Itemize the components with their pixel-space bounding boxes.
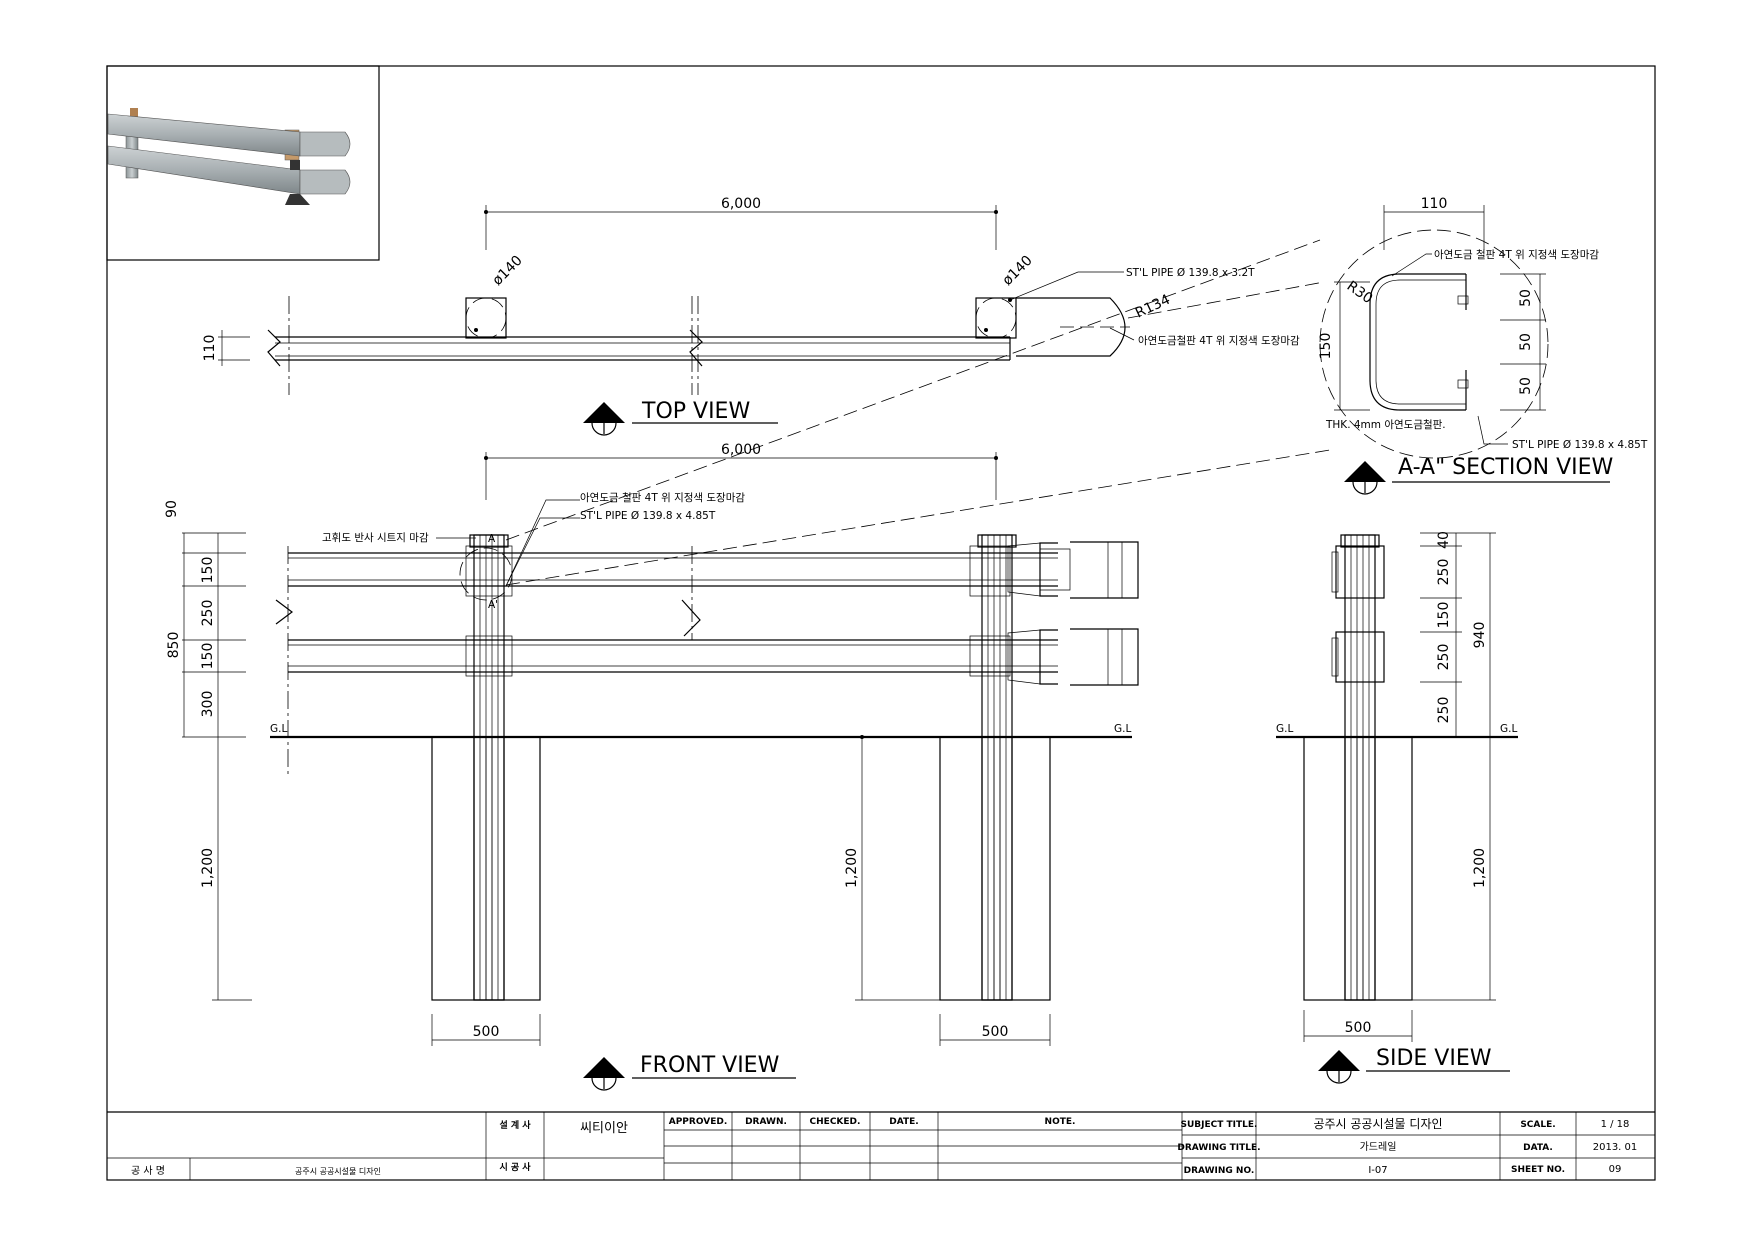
tb-checked: CHECKED. (810, 1117, 861, 1127)
dim-sec-r30: R30 (1344, 278, 1376, 307)
tb-note: NOTE. (1045, 1117, 1076, 1127)
dim-front-found-500b: 500 (982, 1024, 1009, 1040)
dim-side-250c: 250 (1436, 697, 1452, 724)
front-view: 6,000 (164, 442, 1139, 1091)
dim-front-embed-1200: 1,200 (200, 848, 216, 888)
tb-drawing-title-label: DRAWING TITLE. (1177, 1143, 1260, 1153)
note-front-reflect: 고휘도 반사 시트지 마감 (322, 532, 429, 544)
tb-subject-value: 공주시 공공시설물 디자인 (1313, 1117, 1442, 1131)
tb-data-label: DATA. (1523, 1143, 1553, 1153)
tb-drawn: DRAWN. (745, 1117, 787, 1127)
side-view: G.L G.L 500 40 250 150 250 250 940 1,200 (1276, 531, 1518, 1084)
note-front-pipe-spec: ST'L PIPE Ø 139.8 x 4.85T (580, 510, 716, 522)
top-view-title: TOP VIEW (583, 399, 778, 436)
section-view-title: A-A" SECTION VIEW (1344, 455, 1614, 495)
dim-front-h-150a: 150 (200, 557, 216, 584)
dim-front-h-150b: 150 (200, 643, 216, 670)
lower-rail (288, 639, 1058, 673)
note-top-plate: 아연도금철판 4T 위 지정색 도장마감 (1138, 334, 1300, 347)
sheet-border (106, 65, 1656, 1181)
note-sec-plate-top: 아연도금 철판 4T 위 지정색 도장마감 (1434, 248, 1599, 261)
tb-subject-label: SUBJECT TITLE. (1181, 1120, 1258, 1130)
tb-designer-label: 설 계 사 (499, 1119, 531, 1131)
render-thumbnail (106, 65, 380, 261)
section-view: 110 R30 아연도금 철판 4T 위 지정색 도장마감 150 50 50 … (1318, 196, 1648, 495)
dim-side-150: 150 (1436, 602, 1452, 629)
dim-front-h-300: 300 (200, 691, 216, 718)
dim-sec-110: 110 (1421, 196, 1448, 212)
dim-side-total-940: 940 (1472, 622, 1488, 649)
svg-text:A-A" SECTION VIEW: A-A" SECTION VIEW (1398, 455, 1614, 480)
dim-top-span: 6,000 (721, 196, 761, 212)
gl-3: G.L (1276, 723, 1293, 735)
tb-date: DATE. (889, 1117, 918, 1127)
note-sec-pipe-spec: ST'L PIPE Ø 139.8 x 4.85T (1512, 439, 1648, 451)
top-view: 6,000 ø140 ø140 R134 ST'L PIPE Ø 139.8 x… (202, 196, 1300, 436)
tb-builder-label: 시 공 사 (499, 1161, 531, 1173)
tb-sheet-value: 09 (1609, 1164, 1622, 1175)
gl-4: G.L (1500, 723, 1517, 735)
dim-sec-50a: 50 (1518, 289, 1534, 307)
tb-data-value: 2013. 01 (1593, 1142, 1638, 1153)
front-post-2 (969, 534, 1017, 1001)
dim-side-250b: 250 (1436, 644, 1452, 671)
dim-front-h-90: 90 (164, 500, 180, 518)
dim-top-pipe-dia-1: ø140 (490, 253, 526, 289)
tb-sheet-label: SHEET NO. (1511, 1165, 1565, 1175)
side-view-title: SIDE VIEW (1318, 1046, 1510, 1084)
note-top-pipe-spec: ST'L PIPE Ø 139.8 x 3.2T (1126, 267, 1255, 279)
tb-designer-value: 씨티이안 (580, 1121, 628, 1136)
upper-rail (288, 552, 1058, 587)
dim-front-found-500a: 500 (473, 1024, 500, 1040)
tb-project-value: 공주시 공공시설물 디자인 (295, 1166, 381, 1176)
dim-top-pipe-dia-2: ø140 (1000, 253, 1036, 289)
tb-drawing-no-value: I-07 (1368, 1165, 1387, 1176)
marker-a1: A (488, 533, 496, 545)
dim-front-span: 6,000 (721, 442, 761, 458)
title-block: 공 사 명 공주시 공공시설물 디자인 설 계 사 씨티이안 시 공 사 APP… (107, 1111, 1655, 1180)
gl-2: G.L (1114, 723, 1131, 735)
svg-text:FRONT VIEW: FRONT VIEW (640, 1053, 780, 1078)
svg-text:SIDE VIEW: SIDE VIEW (1376, 1046, 1492, 1071)
dim-sec-50b: 50 (1518, 333, 1534, 351)
tb-drawing-title-value: 가드레일 (1360, 1141, 1397, 1153)
tb-project-label: 공 사 명 (131, 1165, 165, 1177)
marker-a2: A' (488, 599, 498, 611)
note-front-plate: 아연도금 철판 4T 위 지정색 도장마감 (580, 491, 745, 504)
dim-side-40: 40 (1436, 531, 1452, 549)
dim-sec-150: 150 (1318, 333, 1334, 360)
dim-front-h-250: 250 (200, 600, 216, 627)
dim-sec-50c: 50 (1518, 377, 1534, 395)
dim-front-mid-1200: 1,200 (844, 848, 860, 888)
dim-side-250a: 250 (1436, 559, 1452, 586)
tb-approved: APPROVED. (669, 1117, 728, 1127)
tb-scale-value: 1 / 18 (1601, 1119, 1630, 1130)
dim-side-found-500: 500 (1345, 1020, 1372, 1036)
dim-top-height: 110 (202, 335, 218, 362)
dim-front-total-850: 850 (166, 632, 182, 659)
svg-text:TOP VIEW: TOP VIEW (641, 399, 750, 424)
gl-1: G.L (270, 723, 287, 735)
dim-side-embed-1200: 1,200 (1472, 848, 1488, 888)
note-sec-thk: THK. 4mm 아연도금철판. (1325, 419, 1446, 431)
tb-drawing-no-label: DRAWING NO. (1184, 1166, 1255, 1176)
tb-scale-label: SCALE. (1520, 1120, 1555, 1130)
front-view-title: FRONT VIEW (583, 1053, 796, 1091)
